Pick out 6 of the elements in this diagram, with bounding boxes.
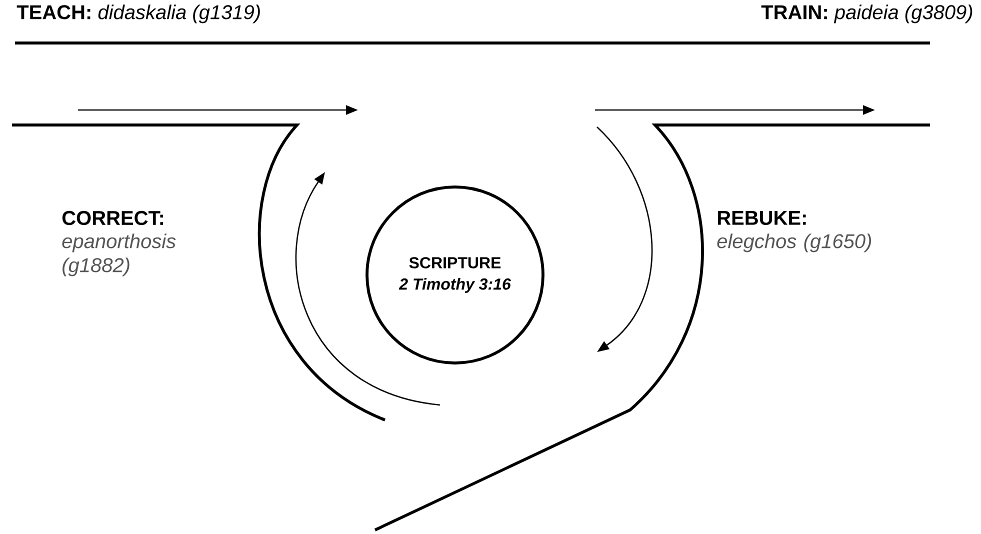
heading-label: REBUKE:	[718, 211, 806, 225]
heading-label: CORRECT:	[62, 210, 164, 226]
description-label: epanorthosis (g1882)	[62, 234, 176, 276]
heading-label: TRAIN: paideia (g3809)	[761, 4, 972, 24]
heading-label: TEACH: didaskalia (g1319)	[16, 4, 260, 24]
description-label: elegchos (g1650)	[717, 234, 872, 252]
